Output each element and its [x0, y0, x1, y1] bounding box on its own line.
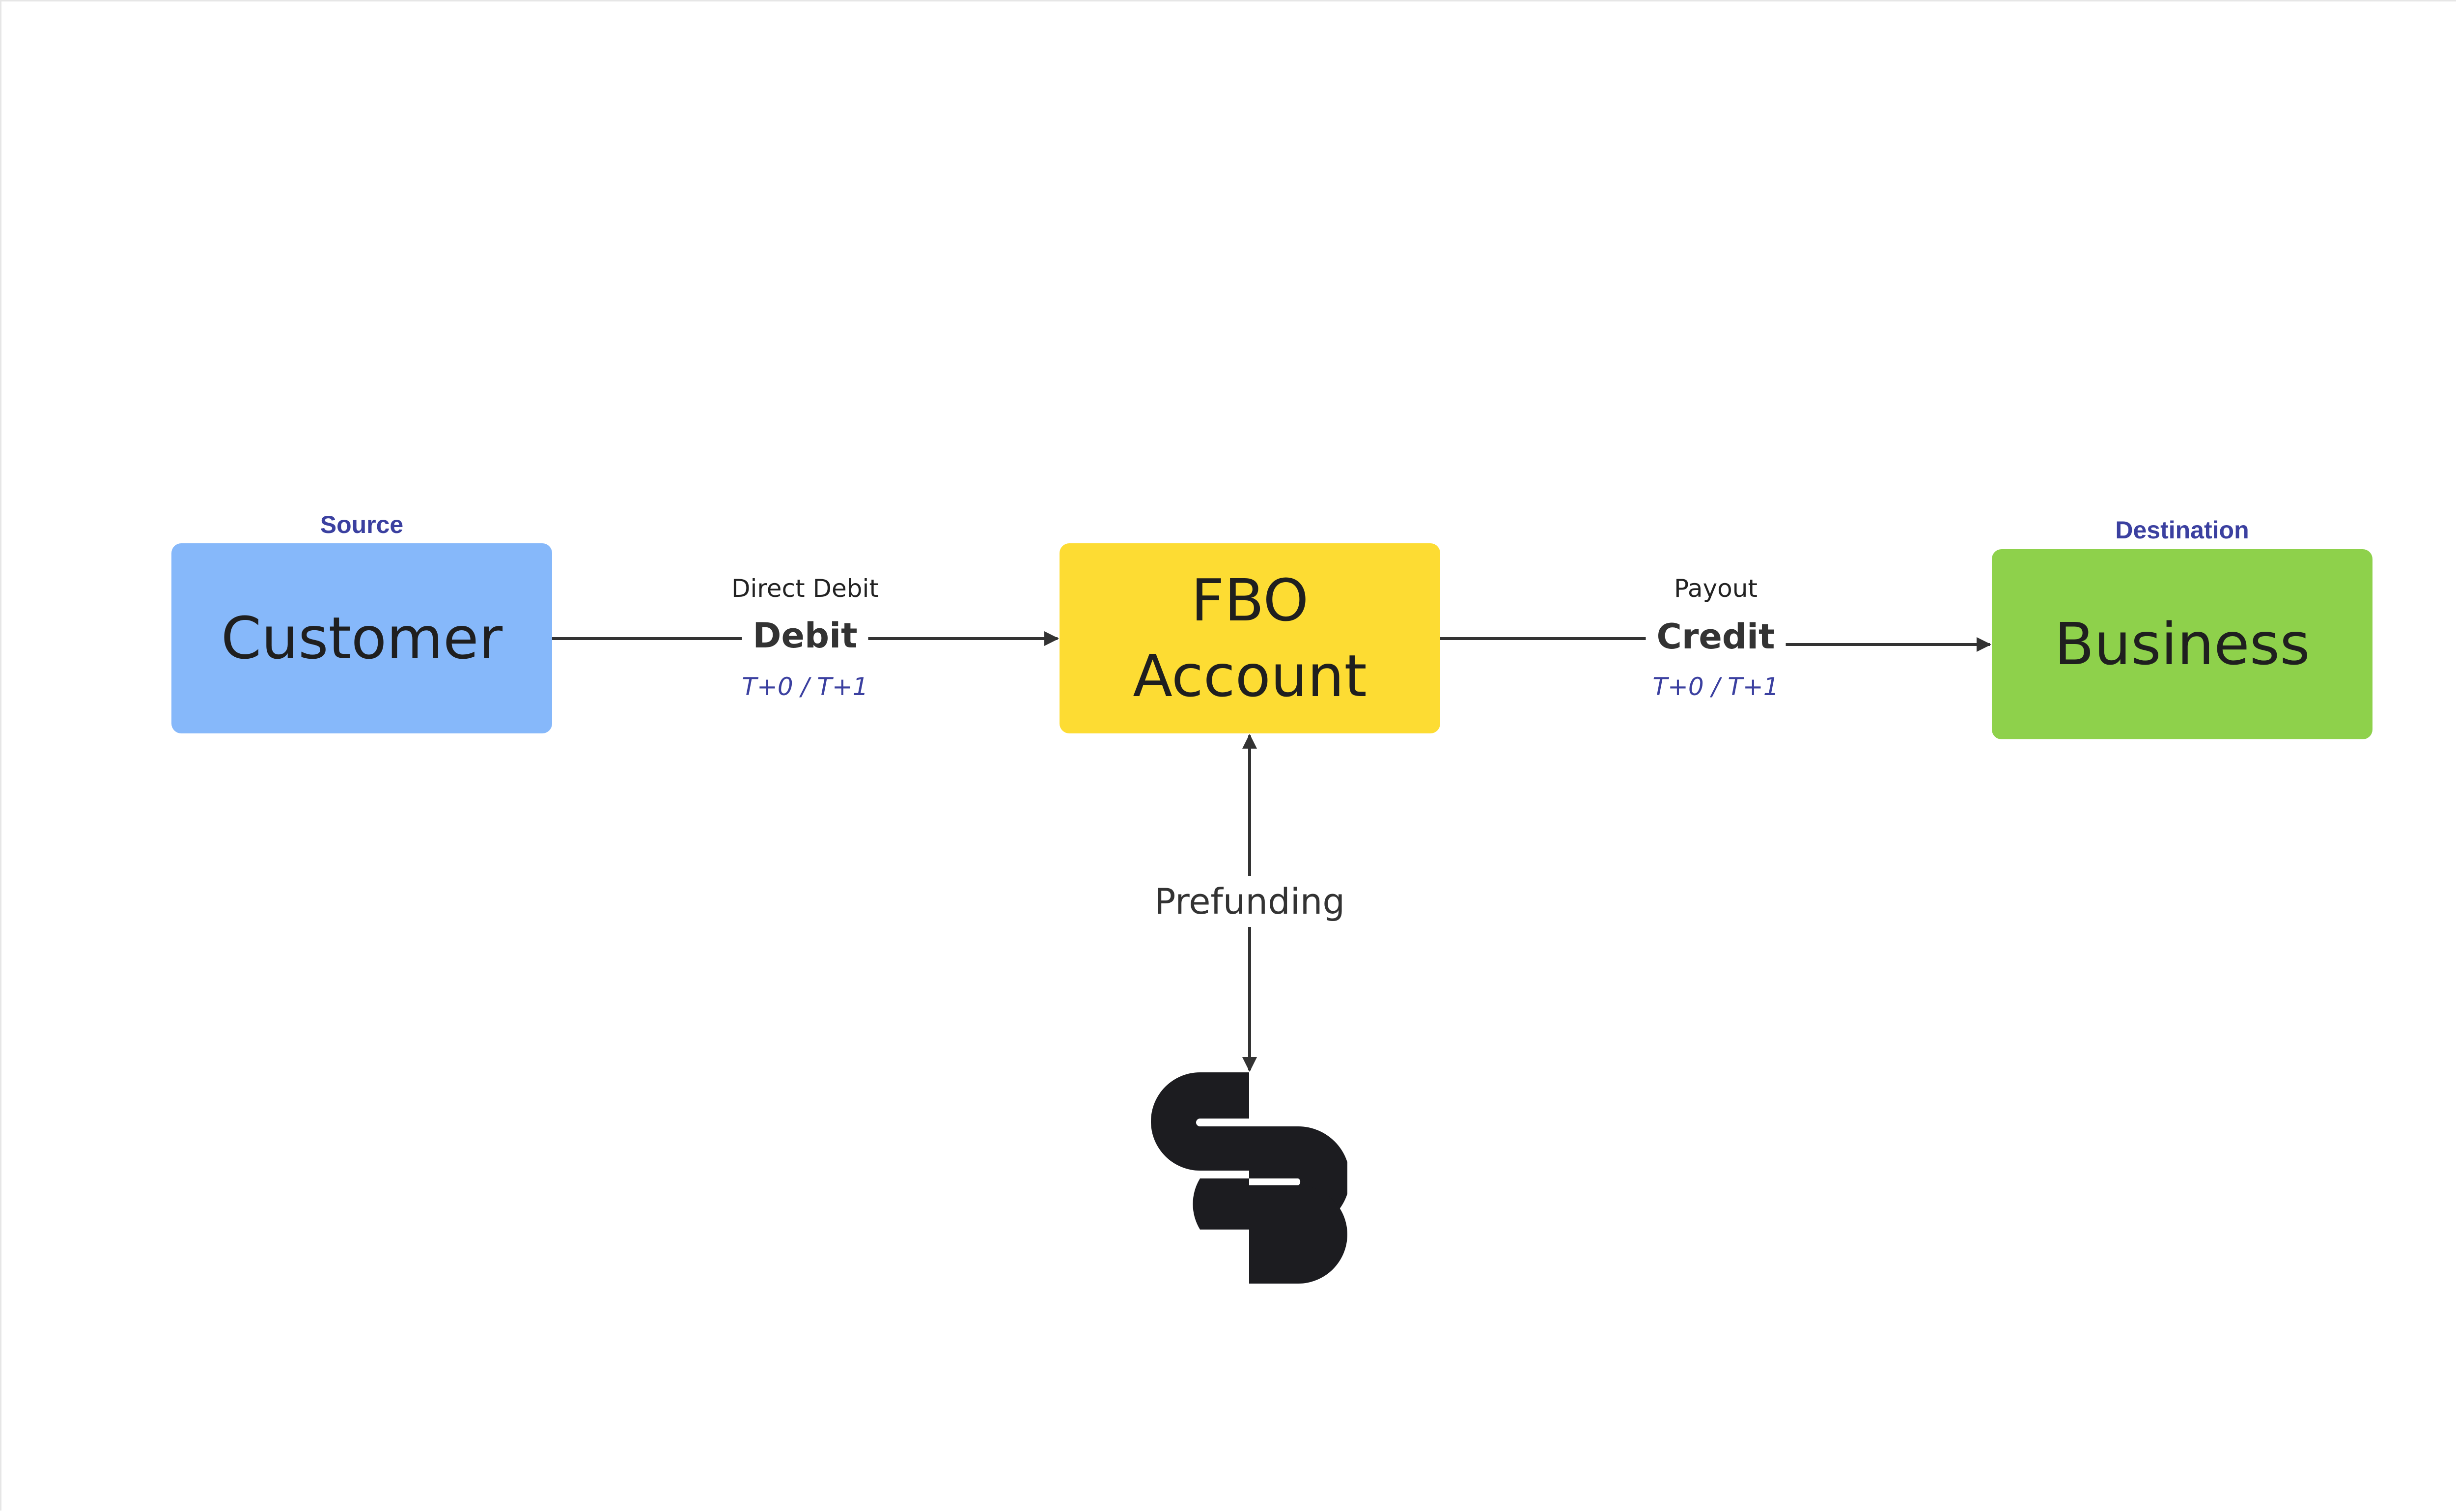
debit-type-label: Debit	[742, 616, 868, 656]
credit-method-label: Payout	[1674, 574, 1758, 603]
credit-timing-label: T+0 / T+1	[1652, 672, 1779, 701]
business-label: Business	[2054, 610, 2310, 678]
fbo-label-line1: FBO	[1191, 566, 1309, 635]
fbo-label-line2: Account	[1133, 642, 1367, 710]
debit-timing-label: T+0 / T+1	[742, 672, 868, 701]
customer-label: Customer	[221, 604, 503, 672]
source-role-label: Source	[320, 511, 404, 538]
business-node[interactable]: Business	[1992, 549, 2372, 739]
customer-node[interactable]: Customer	[171, 543, 552, 733]
credit-type-label: Credit	[1646, 616, 1786, 657]
debit-method-label: Direct Debit	[731, 574, 879, 603]
company-logo-icon	[1151, 1072, 1347, 1284]
prefunding-label: Prefunding	[1154, 876, 1345, 927]
destination-role-label: Destination	[2115, 516, 2249, 544]
fbo-account-node[interactable]: FBO Account	[1060, 543, 1440, 733]
